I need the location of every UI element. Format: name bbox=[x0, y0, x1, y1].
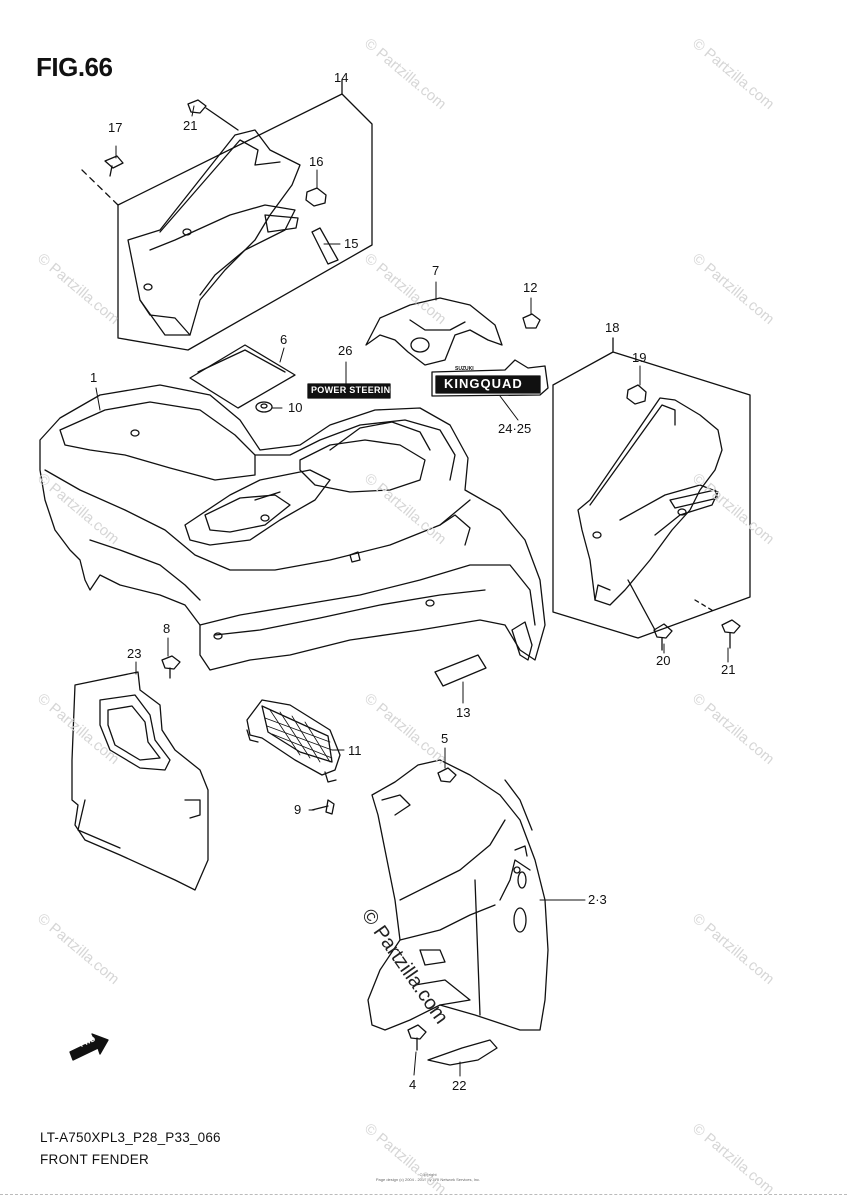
power-steering-text: POWER STEERING bbox=[311, 385, 398, 395]
callout-24-25: 24·25 bbox=[498, 421, 532, 436]
callout-18: 18 bbox=[605, 320, 620, 335]
leader-lines bbox=[95, 105, 729, 1077]
box-18-frame bbox=[552, 337, 751, 639]
inner-panel-14 bbox=[127, 129, 301, 336]
callout-6: 6 bbox=[280, 332, 288, 347]
suzuki-text: SUZUKI bbox=[455, 366, 474, 372]
screw-20 bbox=[653, 623, 673, 651]
callout-21-top: 21 bbox=[183, 118, 198, 133]
kingquad-text: KINGQUAD bbox=[444, 376, 523, 391]
callout-12: 12 bbox=[523, 280, 538, 295]
clip-9 bbox=[311, 799, 335, 815]
pad-15 bbox=[311, 227, 339, 265]
callout-7: 7 bbox=[432, 263, 440, 278]
pad-6 bbox=[189, 344, 296, 409]
callout-5: 5 bbox=[441, 731, 449, 746]
figure-title: FIG.66 bbox=[36, 52, 113, 82]
screw-21a bbox=[187, 99, 239, 131]
callout-20: 20 bbox=[656, 653, 671, 668]
callout-15: 15 bbox=[344, 236, 359, 251]
copyright-line-2: Page design (c) 2004 - 2017 by ARI Netwo… bbox=[375, 1177, 481, 1182]
callout-22: 22 bbox=[452, 1078, 467, 1093]
callout-1: 1 bbox=[90, 370, 98, 385]
bolt-4 bbox=[407, 1024, 427, 1051]
screw-21b bbox=[721, 619, 741, 649]
callout-11: 11 bbox=[348, 743, 362, 758]
copyright-line-1: Copyright bbox=[419, 1172, 437, 1177]
callout-19: 19 bbox=[632, 350, 647, 365]
grommet-19 bbox=[626, 384, 647, 405]
decal-2425-kingquad bbox=[431, 359, 549, 397]
callout-14: 14 bbox=[334, 70, 349, 85]
bolt-5 bbox=[437, 767, 457, 783]
callout-26: 26 bbox=[338, 343, 353, 358]
decal-26-power-steering bbox=[307, 383, 391, 399]
callout-10: 10 bbox=[288, 400, 303, 415]
callout-9: 9 bbox=[294, 802, 302, 817]
inner-panel-18 bbox=[577, 397, 723, 606]
inner-fender-23 bbox=[367, 759, 549, 1031]
callout-13: 13 bbox=[456, 705, 471, 720]
clip-22 bbox=[427, 1039, 498, 1066]
callout-23: 23 bbox=[127, 646, 142, 661]
callout-21-right: 21 bbox=[721, 662, 736, 677]
grommet-16 bbox=[305, 187, 327, 207]
callout-4: 4 bbox=[409, 1077, 417, 1092]
washer-10 bbox=[255, 401, 273, 413]
callout-8: 8 bbox=[163, 621, 171, 636]
screw-17 bbox=[104, 155, 124, 177]
front-fender-1 bbox=[39, 384, 546, 671]
mudflap-23 bbox=[71, 671, 209, 891]
copyright-notice: Copyright Page design (c) 2004 - 2017 by… bbox=[368, 1172, 488, 1182]
section-name: FRONT FENDER bbox=[40, 1152, 150, 1167]
fwd-arrow-icon bbox=[69, 1033, 109, 1061]
bolt-12 bbox=[522, 313, 541, 329]
callout-2-3: 2·3 bbox=[588, 892, 607, 907]
model-code: LT-A750XPL3_P28_P33_066 bbox=[40, 1130, 221, 1145]
callout-16: 16 bbox=[309, 154, 324, 169]
cover-7 bbox=[365, 297, 503, 366]
box-14-frame bbox=[81, 79, 373, 351]
bolt-8 bbox=[161, 655, 181, 679]
strip-13 bbox=[434, 654, 487, 687]
bottom-divider bbox=[0, 1194, 847, 1195]
callout-17: 17 bbox=[108, 120, 123, 135]
grille-11 bbox=[246, 699, 341, 783]
